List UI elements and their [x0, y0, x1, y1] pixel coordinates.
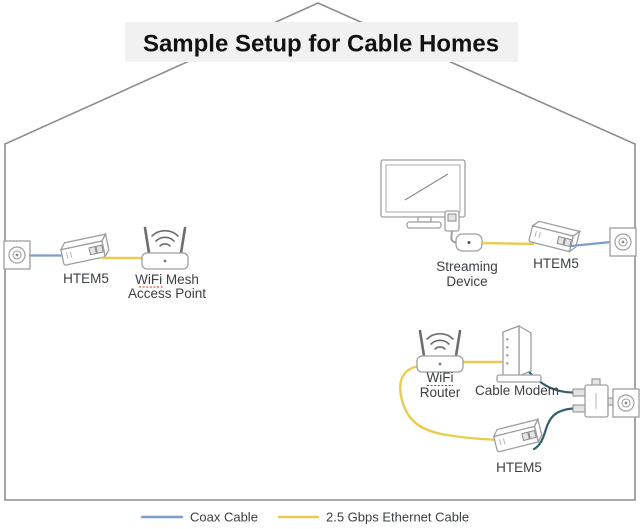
- coax-cable-top-right: [569, 240, 613, 248]
- htem5-top-right-label: HTEM5: [533, 256, 579, 271]
- tv-screen: [385, 164, 461, 213]
- router-label-line1: WiFi: [427, 370, 454, 385]
- wifi-router: [415, 329, 465, 374]
- tv-stand-base: [406, 221, 442, 229]
- wifi-mesh-access-point: [140, 226, 190, 271]
- tv-setup: Streaming Device HTEM5: [380, 159, 637, 289]
- coax-splitter: [572, 378, 617, 418]
- hdmi-dongle-plug: [447, 213, 457, 222]
- mesh-ap-label-line2: Access Point: [128, 286, 206, 301]
- cable-modem-label: Cable Modem: [475, 383, 559, 398]
- mesh-ap-label-line1: WiFi Mesh: [135, 272, 199, 287]
- router-label-line2: Router: [420, 385, 461, 400]
- streaming-device-led: [467, 241, 471, 244]
- legend-coax-label: Coax Cable: [190, 510, 258, 525]
- splitter-port-bottom: [572, 404, 587, 413]
- ethernet-cable-router-htem5: [399, 364, 499, 442]
- streaming-device-label-line2: Device: [446, 274, 487, 289]
- ethernet-cable-top-right: [481, 241, 535, 246]
- htem5-left-label: HTEM5: [63, 271, 109, 286]
- coax-outlet-top-right: [609, 227, 637, 257]
- legend: Coax Cable 2.5 Gbps Ethernet Cable: [140, 510, 469, 525]
- cable-modem: [496, 324, 542, 383]
- title-banner: Sample Setup for Cable Homes: [125, 22, 518, 62]
- splitter-port-top: [572, 388, 587, 397]
- tv-stand-neck: [417, 216, 432, 223]
- title-banner-bg: [125, 22, 518, 62]
- router-modem-setup: WiFi Router Cable Modem HTEM5: [399, 324, 640, 475]
- modem-led: [506, 346, 509, 349]
- legend-ethernet-label: 2.5 Gbps Ethernet Cable: [326, 510, 469, 525]
- coax-outlet-left: [3, 240, 31, 270]
- htem5-bottom-label: HTEM5: [496, 460, 542, 475]
- modem-led: [506, 354, 509, 357]
- htem5-top-right: [528, 219, 581, 254]
- modem-led: [506, 338, 509, 341]
- modem-led: [506, 362, 509, 365]
- coax-outlet-bottom-right: [612, 388, 640, 418]
- house-outline: [4, 2, 636, 501]
- tv-screen-glare: [404, 173, 449, 201]
- htem5-left: [58, 233, 111, 267]
- coax-cable-splitter-htem5: [532, 407, 575, 451]
- page-title: Sample Setup for Cable Homes: [143, 31, 499, 58]
- left-setup: HTEM5 WiFi Mesh Access Point: [3, 226, 206, 301]
- streaming-device-label-line1: Streaming: [436, 259, 498, 274]
